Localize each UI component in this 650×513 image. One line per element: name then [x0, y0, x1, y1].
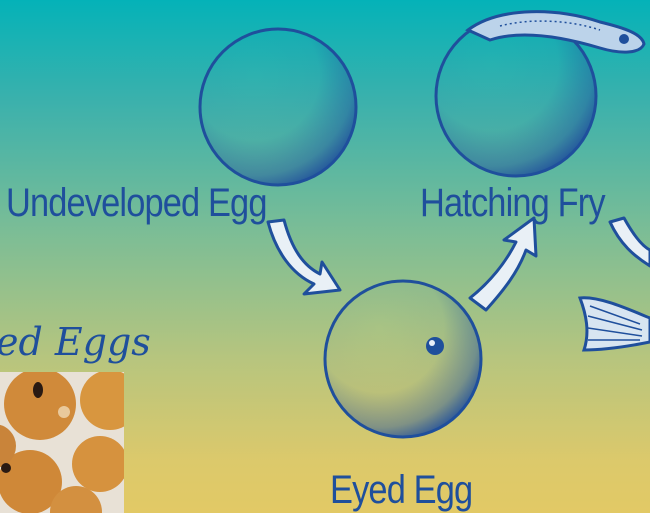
hatching-fry-illustration: [436, 12, 644, 176]
label-hatching-fry: Hatching Fry: [420, 183, 605, 223]
eyed-egg-illustration: [325, 281, 481, 437]
undeveloped-egg-illustration: [200, 29, 356, 185]
eyed-eggs-photo: [0, 372, 124, 513]
arrow-undeveloped-to-eyed: [268, 220, 340, 294]
photo-caption: ed Eggs: [0, 320, 151, 364]
label-undeveloped-egg: Undeveloped Egg: [6, 183, 267, 223]
arrow-eyed-to-hatching: [470, 218, 536, 310]
fish-tail-illustration: [580, 298, 650, 350]
arrow-hatching-to-next: [610, 218, 650, 266]
label-eyed-egg: Eyed Egg: [330, 470, 472, 510]
